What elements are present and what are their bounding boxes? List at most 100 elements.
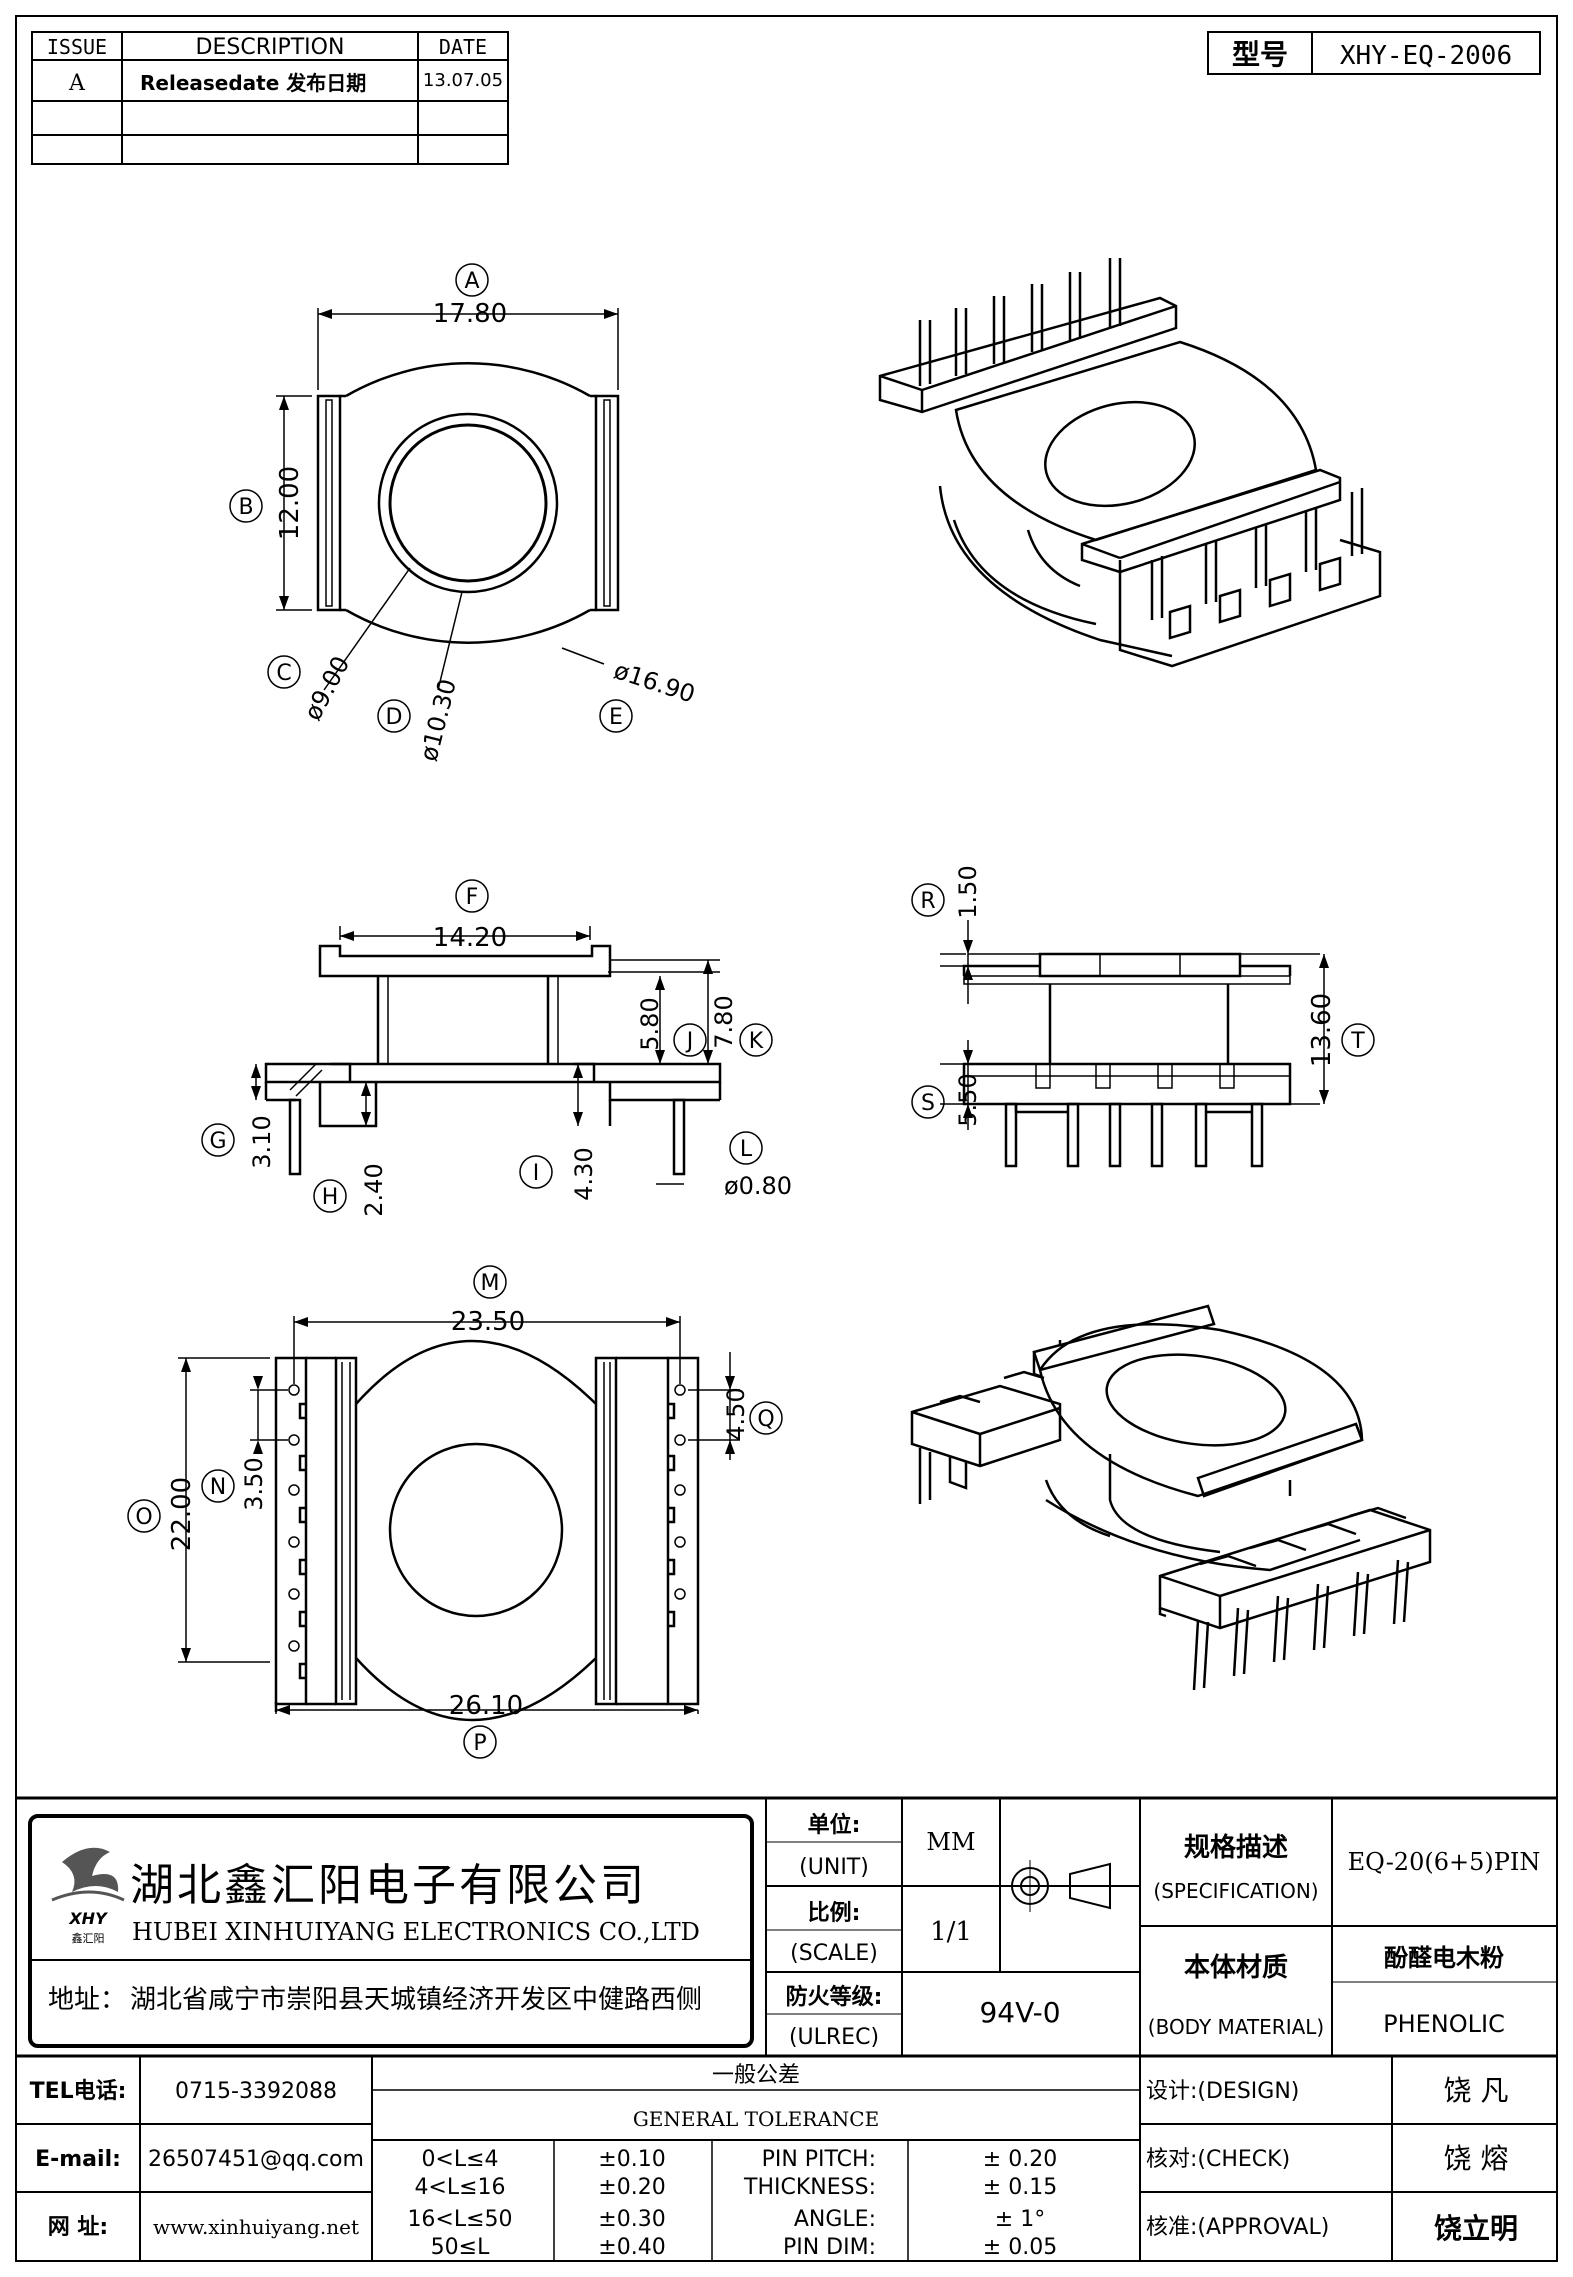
tol-item-label-1: THICKNESS: [743,2175,876,2200]
bottom-view [178,1316,740,1722]
email-value: 26507451@qq.com [148,2147,364,2172]
company-name-cn: 湖北鑫汇阳电子有限公司 [130,1860,647,1911]
tol-item-label-3: PIN DIM: [783,2235,876,2260]
iso-view-bottom [910,1304,1432,1691]
dim-E-value: ø16.90 [610,656,698,708]
spec-value: EQ-20(6+5)PIN [1348,1848,1541,1876]
dim-T-value: 13.60 [1307,993,1337,1067]
dim-C-letter: C [276,661,291,686]
tol-value-3: ±0.40 [598,2235,665,2260]
bottom-view-arrows [181,1317,735,1715]
rev-row-date: 13.07.05 [423,70,503,91]
address-text: 湖北省咸宁市崇阳县天城镇经济开发区中健路西侧 [130,1985,702,2015]
tol-item-value-1: ± 0.15 [983,2175,1057,2200]
dim-O-value: 22.00 [167,1477,197,1551]
web-value: www.xinhuiyang.net [153,2215,359,2239]
rev-row-description: Releasedate 发布日期 [140,71,366,95]
dim-H-letter: H [322,1185,339,1210]
tol-item-value-2: ± 1° [995,2207,1045,2232]
approval-label-design: 设计:(DESIGN) [1146,2079,1299,2104]
dim-K-letter: K [749,1029,764,1054]
tolerance-title-cn: 一般公差 [712,2063,800,2088]
dim-B-value: 12.00 [275,466,305,540]
scale-label-cn: 比例: [808,1901,861,1926]
tolerance-title-en: GENERAL TOLERANCE [633,2107,879,2131]
company-logo: XHY 鑫汇阳 [51,1847,125,1945]
scale-label-en: (SCALE) [790,1941,878,1966]
tol-item-value-3: ± 0.05 [983,2235,1057,2260]
front-view-left [255,926,722,1185]
approval-name-approval: 饶立明 [1434,2212,1518,2245]
material-label-en: (BODY MATERIAL) [1148,2015,1324,2039]
approval-name-design: 饶 凡 [1444,2074,1509,2107]
front-view-arrows [251,931,713,1126]
spec-label-en: (SPECIFICATION) [1153,1879,1318,1903]
dim-I-letter: I [533,1161,540,1186]
dim-S-value: 5.50 [954,1073,982,1126]
dim-L-letter: L [740,1137,753,1162]
tol-value-0: ±0.10 [598,2147,665,2172]
side-view-arrows [963,940,1329,1118]
dim-F-value: 14.20 [433,923,507,953]
tol-value-1: ±0.20 [598,2175,665,2200]
dim-P-letter: P [473,1731,486,1756]
model-label: 型号 [1232,38,1288,71]
iso-view-top [878,258,1382,668]
tol-range-1: 4<L≤16 [414,2175,505,2200]
fire-value: 94V-0 [979,1996,1060,2029]
tol-range-2: 16<L≤50 [407,2207,512,2232]
fire-label-cn: 防火等级: [786,1984,883,2010]
dim-R-letter: R [920,889,935,914]
approval-name-check: 饶 熔 [1444,2142,1509,2175]
dim-A-letter: A [464,269,479,294]
approval-label-approval: 核准:(APPROVAL) [1146,2215,1329,2240]
dim-A-value: 17.80 [433,299,507,329]
title-block-lines [16,1796,1557,2261]
spec-label-cn: 规格描述 [1184,1832,1288,1863]
tol-item-label-0: PIN PITCH: [762,2147,876,2172]
rev-header-description: DESCRIPTION [196,35,345,60]
dim-D-value: ø10.30 [415,676,462,764]
rev-header-issue: ISSUE [47,35,107,59]
dim-D-letter: D [386,705,403,730]
dim-G-value: 3.10 [248,1115,276,1168]
rev-row-issue: A [68,71,86,96]
dim-M-letter: M [481,1271,500,1296]
dimension-labels: A 17.80 B 12.00 C ø9.00 D ø10.30 E ø16.9… [127,263,1375,1759]
address-label: 地址： [48,1985,126,2015]
dim-K-value: 7.80 [710,995,738,1048]
dim-G-letter: G [209,1129,226,1154]
rev-header-date: DATE [439,35,487,59]
projection-symbol [1004,1860,1118,1912]
material-label-cn: 本体材质 [1184,1953,1288,1983]
tel-label: TEL电话: [30,2079,127,2104]
tel-value: 0715-3392088 [175,2079,337,2104]
dim-R-value: 1.50 [954,865,982,918]
fire-label-en: (ULREC) [789,2025,879,2050]
dim-P-value: 26.10 [449,1691,523,1721]
approval-label-check: 核对:(CHECK) [1146,2147,1290,2172]
scale-value: 1/1 [930,1917,972,1947]
company-name-en: HUBEI XINHUIYANG ELECTRONICS CO.,LTD [132,1918,700,1946]
top-view [276,308,620,691]
dim-C-value: ø9.00 [299,652,356,725]
dim-E-letter: E [609,705,623,730]
dim-S-letter: S [921,1091,935,1116]
tol-item-value-0: ± 0.20 [983,2147,1057,2172]
dim-L-value: ø0.80 [724,1172,792,1200]
revision-table [31,31,509,165]
dim-Q-letter: Q [757,1407,774,1432]
dim-I-value: 4.30 [570,1147,598,1200]
dim-B-letter: B [238,495,253,520]
dim-T-letter: T [1350,1029,1365,1054]
tol-item-label-2: ANGLE: [794,2207,876,2232]
unit-label-cn: 单位: [808,1812,861,1838]
dim-F-letter: F [466,885,479,910]
unit-label-en: (UNIT) [799,1855,869,1880]
model-value: XHY-EQ-2006 [1340,41,1512,71]
tol-range-0: 0<L≤4 [421,2147,498,2172]
dim-N-letter: N [210,1475,226,1500]
dim-N-value: 3.50 [240,1457,268,1510]
dim-O-letter: O [135,1505,152,1530]
